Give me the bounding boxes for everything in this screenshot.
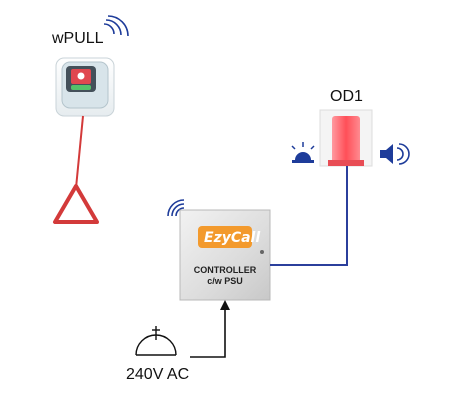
od1-label: OD1 xyxy=(330,88,363,105)
controller-title: CONTROLLER xyxy=(193,265,257,275)
wifi-icon xyxy=(167,199,185,217)
wire-controller-to-od1 xyxy=(270,166,348,266)
earth-symbol-icon xyxy=(135,326,177,356)
power-label: 240V AC xyxy=(126,366,190,383)
controller-subtitle: c/w PSU xyxy=(207,276,243,286)
speaker-icon xyxy=(380,143,410,165)
arrow-head xyxy=(220,300,230,310)
wifi-icon xyxy=(103,15,129,37)
wpull-device xyxy=(53,15,129,224)
beacon-icon xyxy=(291,142,315,163)
pull-handle xyxy=(53,184,99,224)
brand-logo-text: EzyCall xyxy=(204,230,261,246)
wpull-label: wPULL xyxy=(52,30,104,47)
wire-power-to-controller xyxy=(190,303,226,358)
od1-device xyxy=(291,109,410,167)
controller-device xyxy=(167,199,271,301)
